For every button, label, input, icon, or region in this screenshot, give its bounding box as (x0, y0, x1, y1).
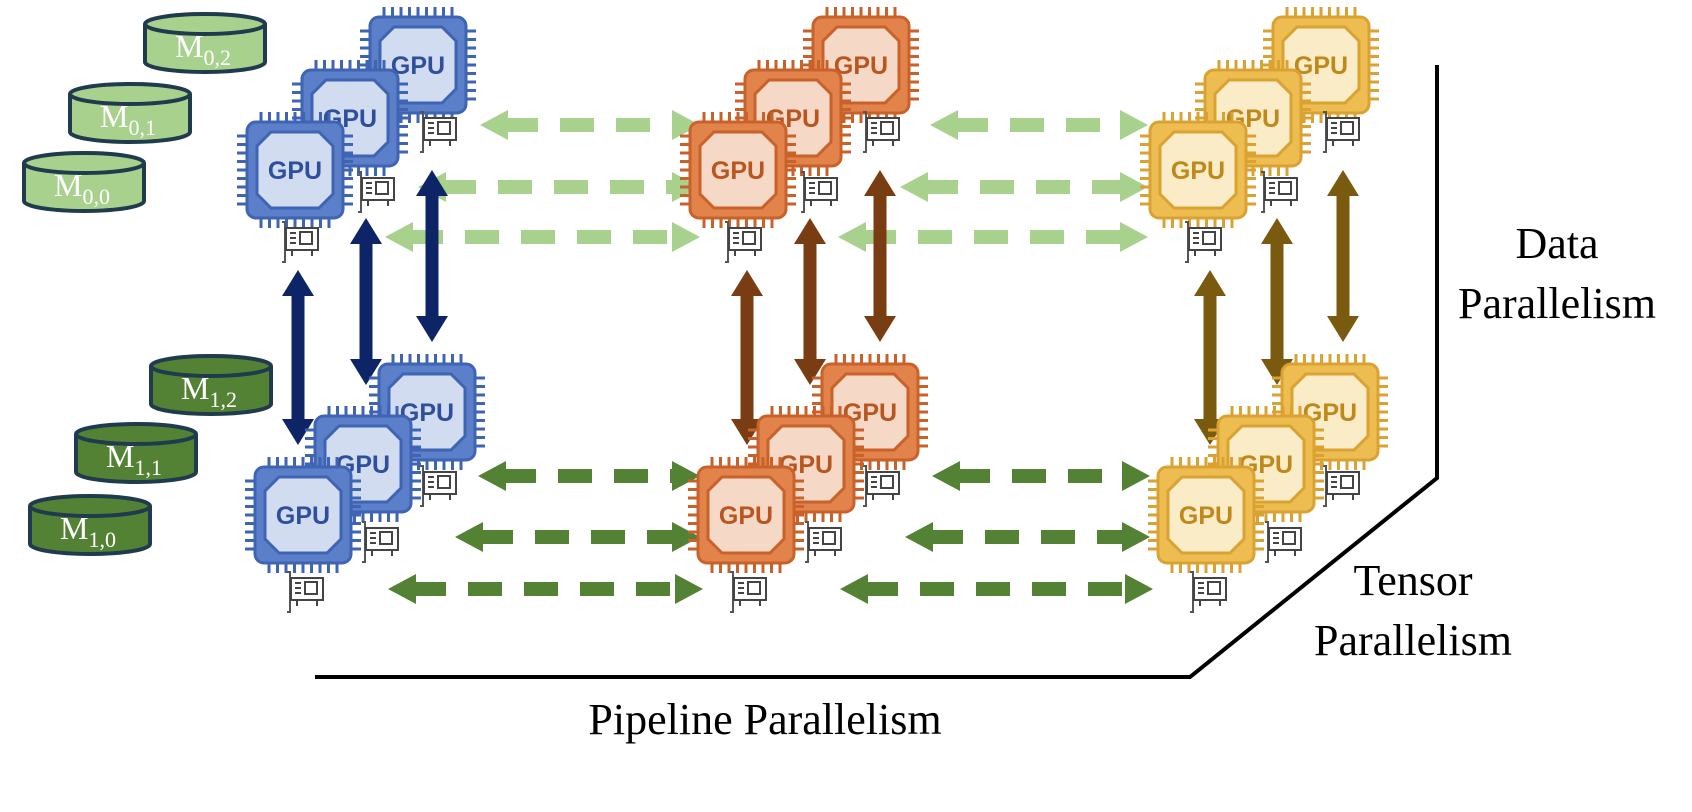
data-parallel-arrow (731, 270, 763, 445)
tensor-parallel-arrow (480, 110, 700, 140)
model-shards: M0,0 M0,1 M0,2M1,0 M1,1M1,2 (22, 12, 273, 556)
network-card-icon (862, 465, 900, 507)
tensor-parallel-arrow (932, 461, 1150, 491)
gpu-label: GPU (834, 52, 888, 80)
tensor-parallel-arrow (388, 574, 703, 604)
network-card-icon (724, 221, 762, 263)
network-card-icon (1260, 171, 1298, 213)
gpu-chip-icon: GPU (360, 7, 476, 123)
tensor-parallel-arrow (838, 222, 1148, 252)
model-shard-12: M1,2 (149, 354, 273, 416)
model-shard-label: M0,1 (100, 98, 156, 140)
pipeline-parallelism-label: Pipeline Parallelism (588, 695, 941, 744)
data-parallel-arrow (1261, 218, 1293, 385)
network-card-icon (357, 171, 395, 213)
communication-arrows (282, 110, 1359, 604)
data-parallelism-label-line2: Parallelism (1458, 279, 1656, 328)
model-shard-10: M1,0 (28, 494, 152, 556)
network-card-icon (281, 221, 319, 263)
model-shard-00: M0,0 (22, 151, 146, 213)
tensor-parallelism-label-line2: Parallelism (1314, 616, 1512, 665)
network-card-icon (361, 521, 399, 563)
model-shard-02: M0,2 (143, 12, 267, 74)
network-card-icon (1322, 465, 1360, 507)
network-card-icon (419, 111, 457, 153)
gpu-label: GPU (276, 502, 330, 530)
tensor-parallel-arrow (900, 172, 1148, 202)
tensor-parallelism-label-line1: Tensor (1353, 556, 1472, 605)
gpu-chip-icon: GPU (680, 112, 796, 228)
network-card-icon (1189, 571, 1227, 613)
gpu-label: GPU (1171, 157, 1225, 185)
tensor-parallel-arrow (905, 522, 1150, 552)
axes: Data Parallelism Tensor Parallelism Pipe… (315, 65, 1656, 744)
data-parallel-arrow (1327, 170, 1359, 342)
gpu-label: GPU (1294, 52, 1348, 80)
gpu-label: GPU (719, 502, 773, 530)
tensor-parallel-arrow (418, 172, 700, 202)
axis-line (315, 65, 1439, 679)
tensor-parallel-arrow (455, 522, 700, 552)
network-card-icon (1184, 221, 1222, 263)
network-card-icon (419, 465, 457, 507)
gpu-label: GPU (1179, 502, 1233, 530)
gpu-chip-icon: GPU (1140, 112, 1256, 228)
gpu-label: GPU (268, 157, 322, 185)
data-parallel-arrow (416, 170, 448, 342)
tensor-parallel-arrow (478, 461, 700, 491)
network-card-icon (729, 571, 767, 613)
gpu-chip-icon: GPU (1148, 457, 1264, 573)
tensor-parallel-arrow (930, 110, 1148, 140)
network-card-icon (286, 571, 324, 613)
data-parallel-arrow (864, 170, 896, 342)
gpu-chip-icon: GPU (245, 457, 361, 573)
gpu-grid: GPUGPUGPUGPUGPUGPUGPUGPUGPUGPUGPUGPUGPUG… (237, 7, 1388, 613)
tensor-parallel-arrow (840, 574, 1153, 604)
network-card-icon (800, 171, 838, 213)
data-parallel-arrow (282, 270, 314, 445)
data-parallel-arrow (350, 218, 382, 385)
data-parallelism-label-line1: Data (1515, 219, 1598, 268)
gpu-chip-icon: GPU (237, 112, 353, 228)
network-card-icon (1322, 111, 1360, 153)
network-card-icon (1264, 521, 1302, 563)
network-card-icon (862, 111, 900, 153)
gpu-label: GPU (711, 157, 765, 185)
tensor-parallel-arrow (385, 222, 700, 252)
data-parallel-arrow (794, 218, 826, 385)
model-shard-01: M0,1 (68, 82, 192, 144)
model-shard-11: M1,1 (74, 422, 198, 484)
network-card-icon (804, 521, 842, 563)
gpu-chip-icon: GPU (688, 457, 804, 573)
model-shard-label: M0,2 (175, 28, 231, 70)
gpu-label: GPU (391, 52, 445, 80)
